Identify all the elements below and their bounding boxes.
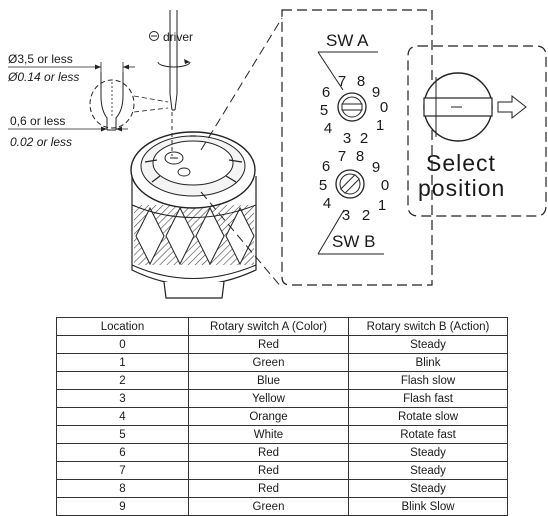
cell-switch-a-color: White (188, 425, 349, 444)
cell-switch-b-action: Rotate fast (348, 425, 508, 444)
dial-digit: 1 (378, 197, 386, 214)
dial-digit: 6 (322, 84, 330, 101)
cell-location: 1 (56, 353, 189, 372)
installation-diagram: driver Ø3,5 or less Ø0.14 or less 0,6 or… (7, 9, 547, 299)
dial-digit: 4 (324, 120, 332, 137)
cell-switch-a-color: Green (188, 497, 349, 516)
cell-location: 8 (56, 479, 189, 498)
cell-switch-b-action: Rotate slow (348, 407, 508, 426)
cell-location: 4 (56, 407, 189, 426)
cell-location: 0 (56, 335, 189, 354)
dial-digit: 7 (338, 73, 346, 90)
dial-digit: 5 (319, 177, 327, 194)
arrow-right-icon (497, 94, 527, 120)
rotary-switch-a-icon (337, 92, 367, 122)
screwdriver-icon (149, 10, 191, 111)
dial-digit: 9 (372, 159, 380, 176)
diameter-mm-label: Ø3,5 or less (8, 52, 73, 66)
cell-switch-b-action: Blink (348, 353, 508, 372)
cell-location: 9 (56, 497, 189, 516)
select-dial-icon (423, 72, 493, 142)
sw-a-label: SW A (326, 31, 369, 50)
rotary-switch-b-icon (335, 169, 365, 199)
location-table: Location Rotary switch A (Color) Rotary … (56, 317, 508, 516)
select-position-box (407, 45, 547, 217)
diameter-in-label: Ø0.14 or less (7, 70, 79, 84)
header-switch-a: Rotary switch A (Color) (188, 317, 349, 336)
cell-switch-b-action: Steady (348, 443, 508, 462)
dial-digit: 1 (376, 117, 384, 134)
cell-switch-b-action: Blink Slow (348, 497, 508, 516)
detail-box (281, 9, 433, 286)
dial-digit: 0 (381, 177, 389, 194)
cell-location: 6 (56, 443, 189, 462)
cell-switch-a-color: Red (188, 443, 349, 462)
cell-location: 7 (56, 461, 189, 480)
cell-location: 2 (56, 371, 189, 390)
cell-switch-a-color: Blue (188, 371, 349, 390)
cell-switch-a-color: Green (188, 353, 349, 372)
tip-detail-icon (8, 62, 169, 132)
cell-location: 5 (56, 425, 189, 444)
dial-digit: 4 (323, 195, 331, 212)
tip-mm-label: 0,6 or less (10, 114, 65, 128)
dial-digit: 2 (360, 130, 368, 147)
dial-digit: 3 (343, 130, 351, 147)
cell-switch-b-action: Steady (348, 335, 508, 354)
tip-in-label: 0.02 or less (10, 135, 72, 149)
cell-switch-a-color: Orange (188, 407, 349, 426)
cell-switch-b-action: Flash slow (348, 371, 508, 390)
dial-digit: 5 (320, 102, 328, 119)
sw-b-label: SW B (332, 232, 375, 251)
dial-digit: 2 (362, 207, 370, 224)
dial-digit: 8 (356, 148, 364, 165)
cell-switch-a-color: Yellow (188, 389, 349, 408)
cell-location: 3 (56, 389, 189, 408)
dial-digit: 7 (338, 148, 346, 165)
location-table-wrapper: Location Rotary switch A (Color) Rotary … (56, 317, 508, 516)
header-location: Location (56, 317, 189, 336)
header-switch-b: Rotary switch B (Action) (348, 317, 508, 336)
position-text: position (418, 175, 505, 201)
dial-digit: 3 (342, 207, 350, 224)
signal-tower-unit (130, 112, 257, 299)
cell-switch-a-color: Red (188, 461, 349, 480)
cell-switch-b-action: Steady (348, 479, 508, 498)
dial-digit: 8 (357, 73, 365, 90)
dial-digit: 9 (372, 84, 380, 101)
cell-switch-a-color: Red (188, 335, 349, 354)
cell-switch-b-action: Flash fast (348, 389, 508, 408)
driver-label: driver (163, 30, 193, 44)
dial-digit: 0 (380, 99, 388, 116)
cell-switch-b-action: Steady (348, 461, 508, 480)
cell-switch-a-color: Red (188, 479, 349, 498)
select-text: Select (426, 150, 496, 176)
table-header-row: Location Rotary switch A (Color) Rotary … (56, 317, 508, 336)
dial-digit: 6 (322, 158, 330, 175)
